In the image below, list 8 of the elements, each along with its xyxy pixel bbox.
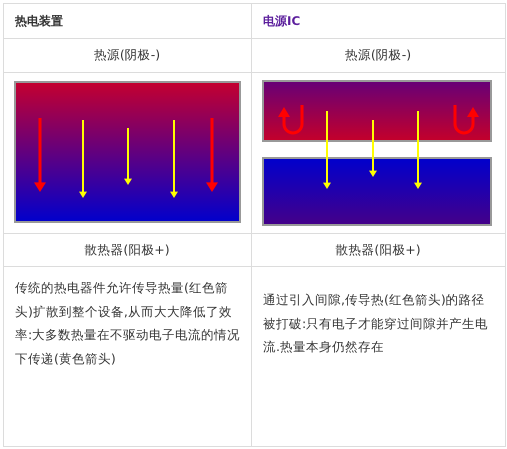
- column-header-link: 电源IC: [263, 13, 300, 30]
- table-cell-text: 热源(阴极-): [92, 46, 162, 64]
- description-text: 传统的热电器件允许传导热量(红色箭头)扩散到整个设备,从而大大降低了效率:大多数热量在不驱动电子电流的情况下传递(黄色箭头): [15, 279, 241, 368]
- table-cell-text: 热源(阴极-): [344, 46, 412, 64]
- table-cell-text: 散热器(阳极+): [83, 241, 171, 259]
- table-cell-text: 散热器(阳极+): [334, 241, 422, 259]
- column-header: 热电装置: [15, 13, 63, 30]
- description-text: 通过引入间隙,传导热(红色箭头)的路径被打破:只有电子才能穿过间隙并产生电流.热量本身仍然存在: [263, 291, 490, 356]
